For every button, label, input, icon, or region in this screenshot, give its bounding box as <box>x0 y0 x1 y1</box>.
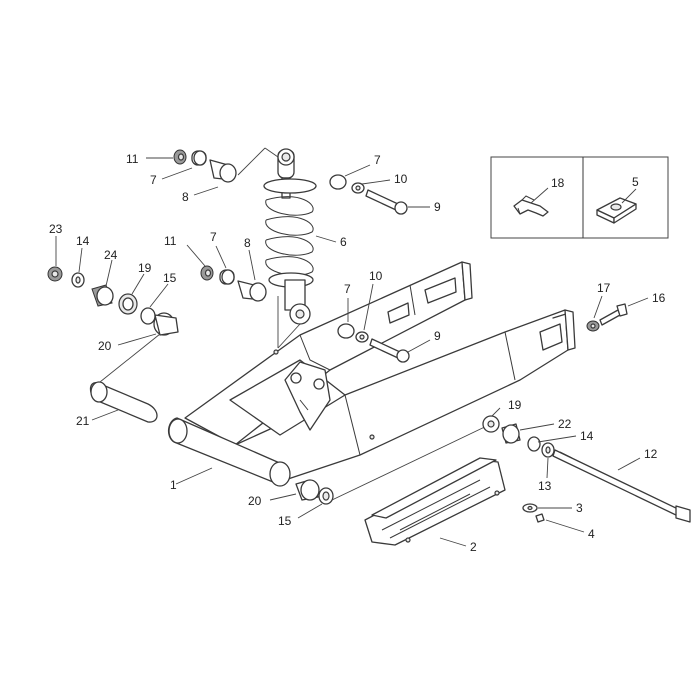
callout-9-top: 9 <box>434 200 441 214</box>
right-pivot-parts <box>482 415 691 523</box>
lower-bolt-set <box>337 323 410 363</box>
upper-bolt-set <box>329 174 408 215</box>
callout-16: 16 <box>652 291 666 305</box>
callout-22: 22 <box>558 417 572 431</box>
callout-14-left: 14 <box>76 234 90 248</box>
callout-6: 6 <box>340 235 347 249</box>
inset-frame <box>490 156 669 239</box>
clip-part-18 <box>513 187 549 217</box>
leader-lines <box>55 157 649 547</box>
callout-17: 17 <box>597 281 611 295</box>
callout-15-bottom: 15 <box>278 514 292 528</box>
callout-7-top-left: 7 <box>150 173 157 187</box>
callout-10-lower: 10 <box>369 269 383 283</box>
nut-plate-part-5 <box>596 188 637 224</box>
chain-guard-part-2 <box>364 457 545 546</box>
callout-8-top: 8 <box>182 190 189 204</box>
upper-bushing-set <box>173 149 237 183</box>
callout-labels: 11 7 8 7 10 9 6 11 7 8 23 14 24 19 15 20… <box>49 152 666 554</box>
callout-11-middle: 11 <box>164 234 177 248</box>
callout-14-right: 14 <box>580 429 594 443</box>
callout-7-top-right: 7 <box>374 153 381 167</box>
callout-5: 5 <box>632 175 639 189</box>
callout-15-left: 15 <box>163 271 177 285</box>
swing-arm-part-1 <box>167 261 576 487</box>
bolt-16-nut-17 <box>586 303 628 332</box>
callout-18: 18 <box>551 176 565 190</box>
left-pivot-parts <box>47 266 179 423</box>
callout-7-lower: 7 <box>344 282 351 296</box>
callout-2: 2 <box>470 540 477 554</box>
callout-13: 13 <box>538 479 552 493</box>
inset-box <box>490 156 669 239</box>
callout-3: 3 <box>576 501 583 515</box>
callout-8-middle: 8 <box>244 236 251 250</box>
callout-23: 23 <box>49 222 63 236</box>
callout-4: 4 <box>588 527 595 541</box>
callout-19-right: 19 <box>508 398 522 412</box>
callout-21: 21 <box>76 414 90 428</box>
callout-9-lower: 9 <box>434 329 441 343</box>
callout-24: 24 <box>104 248 118 262</box>
middle-bushing-set <box>200 265 267 302</box>
callout-12: 12 <box>644 447 658 461</box>
callout-20-left: 20 <box>98 339 112 353</box>
callout-7-middle: 7 <box>210 230 217 244</box>
callout-19-left: 19 <box>138 261 152 275</box>
bottom-bushing-set <box>295 422 494 505</box>
callout-1: 1 <box>170 478 177 492</box>
callout-20-bottom: 20 <box>248 494 262 508</box>
shock-absorber-part-6 <box>237 147 317 349</box>
callout-10-top: 10 <box>394 172 408 186</box>
callout-11-top: 11 <box>126 152 139 166</box>
